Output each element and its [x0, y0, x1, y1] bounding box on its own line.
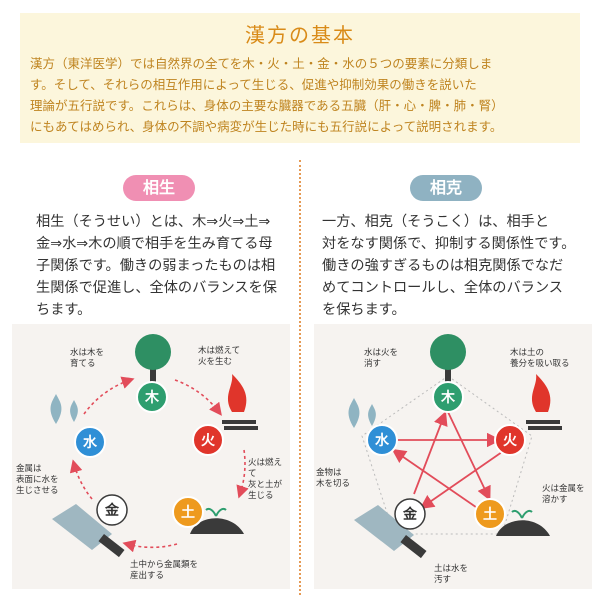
- sosei-description: 相生（そうせい）とは、木⇒火⇒土⇒ 金⇒水⇒木の順で相手を生み育てる母 子関係で…: [36, 211, 288, 321]
- water-drops-icon: [348, 398, 376, 428]
- label-metal-wood: 金物は 木を切る: [316, 468, 351, 489]
- sosei-line: 相生（そうせい）とは、木⇒火⇒土⇒: [36, 214, 271, 230]
- arrow-fire-earth: [236, 449, 249, 499]
- sokoku-description: 一方、相克（そうこく）は、相手と 対をなす関係で、抑制する関係性です。 働きの強…: [322, 211, 586, 321]
- earth-node-label: 土: [181, 504, 195, 521]
- metal-node: 金: [394, 498, 426, 530]
- sosei-line: 金⇒水⇒木の順で相手を生み育てる母: [36, 236, 273, 252]
- label-water-wood: 水は木を 育てる: [70, 348, 105, 369]
- arrow-fire-metal: [419, 451, 503, 510]
- fire-node-label: 火: [201, 433, 216, 449]
- earth-node: 土: [172, 496, 204, 528]
- intro-title: 漢方の基本: [245, 23, 355, 47]
- intro-box: 漢方の基本 漢方（東洋医学）では自然界の全てを木・火・土・金・水の５つの要素に分…: [20, 13, 580, 143]
- sosei-heading: 相生: [123, 175, 195, 201]
- arrow-water-wood: [83, 376, 135, 415]
- arrow-wood-fire: [174, 379, 222, 416]
- sosei-line: 子関係です。働きの弱まったものは相: [36, 258, 276, 274]
- sokoku-line: を保ちます。: [322, 302, 406, 318]
- sokoku-heading: 相克: [410, 175, 482, 201]
- arrow-metal-wood: [413, 410, 448, 495]
- intro-line: 漢方（東洋医学）では自然界の全てを木・火・土・金・水の５つの要素に分類しま: [30, 56, 493, 71]
- sosei-line: ちます。: [36, 302, 92, 318]
- soil-mound-icon: [496, 509, 550, 536]
- tree-icon: [430, 334, 466, 390]
- arrow-earth-metal: [122, 539, 178, 553]
- intro-text: 漢方（東洋医学）では自然界の全てを木・火・土・金・水の５つの要素に分類しま す。…: [30, 53, 572, 137]
- sosei-diagram: 木 火 土 金 水 水は木を 育てる 木は燃えて 火を生む 火は燃えて 灰と土が…: [12, 324, 290, 589]
- earth-node-label: 土: [483, 506, 497, 523]
- water-node-label: 水: [83, 434, 98, 451]
- arrow-metal-water: [69, 459, 93, 500]
- label-earth-water: 木は土の 養分を吸い取る: [510, 348, 570, 369]
- label-wood-earth: 土は水を 汚す: [434, 564, 469, 585]
- earth-node: 土: [474, 498, 506, 530]
- sokoku-line: 対をなす関係で、抑制する関係性です。: [322, 236, 576, 252]
- sosei-diagram-svg: 木 火 土 金 水: [50, 334, 258, 558]
- sokoku-diagram-svg: 木 火 土 金 水: [348, 334, 562, 559]
- intro-line: 理論が五行説です。これらは、身体の主要な臓器である五臓（肝・心・脾・肺・腎）: [30, 98, 504, 113]
- label-earth-metal: 土中から金属類を 産出する: [130, 560, 199, 581]
- label-fire-earth: 火は燃えて 灰と土が 生じる: [248, 458, 283, 501]
- intro-line: す。そして、それらの相互作用によって生じる、促進や抑制効果の働きを説いた: [30, 77, 477, 92]
- wood-node: 木: [432, 381, 464, 413]
- outer-pentagon: [361, 375, 533, 535]
- sokoku-line: 一方、相克（そうこく）は、相手と: [322, 214, 550, 230]
- label-fire-metal: 火は金属を 溶かす: [542, 484, 585, 505]
- water-node-label: 水: [375, 432, 390, 449]
- arrow-wood-earth: [447, 411, 491, 501]
- sokoku-line: 働きの強すぎるものは相克関係でなだ: [322, 258, 564, 274]
- label-metal-water: 金属は 表面に水を 生じさせる: [16, 464, 59, 496]
- water-node: 水: [366, 424, 398, 456]
- fire-icon: [222, 374, 258, 430]
- wood-node-label: 木: [144, 389, 160, 406]
- wood-node: 木: [136, 381, 168, 413]
- sosei-line: 生関係で促進し、全体のバランスを保: [36, 280, 277, 296]
- water-node: 水: [74, 426, 106, 458]
- intro-line: にもあてはめられ、身体の不調や病変が生じた時にも五行説によって説明されます。: [30, 119, 503, 134]
- tree-icon: [135, 334, 171, 390]
- column-divider: [299, 160, 301, 595]
- wood-node-label: 木: [440, 389, 456, 406]
- fire-node: 火: [192, 424, 224, 456]
- knife-icon: [52, 504, 125, 558]
- metal-node-label: 金: [402, 506, 418, 523]
- metal-node-label: 金: [104, 502, 120, 519]
- sokoku-line: めてコントロールし、全体のバランス: [322, 280, 563, 296]
- label-wood-fire: 木は燃えて 火を生む: [198, 346, 241, 367]
- fire-icon: [526, 374, 562, 430]
- sokoku-diagram: 木 火 土 金 水 水は火を 消す 木は土の 養分を吸い取る 金物は 木を切る …: [314, 324, 592, 589]
- metal-node: 金: [96, 494, 128, 526]
- knife-icon: [354, 505, 427, 559]
- fire-node-label: 火: [503, 433, 518, 449]
- soil-mound-icon: [190, 507, 244, 534]
- fire-node: 火: [494, 424, 526, 456]
- arrow-earth-water: [391, 448, 487, 515]
- label-water-fire: 水は火を 消す: [364, 348, 399, 369]
- water-drops-icon: [50, 394, 78, 424]
